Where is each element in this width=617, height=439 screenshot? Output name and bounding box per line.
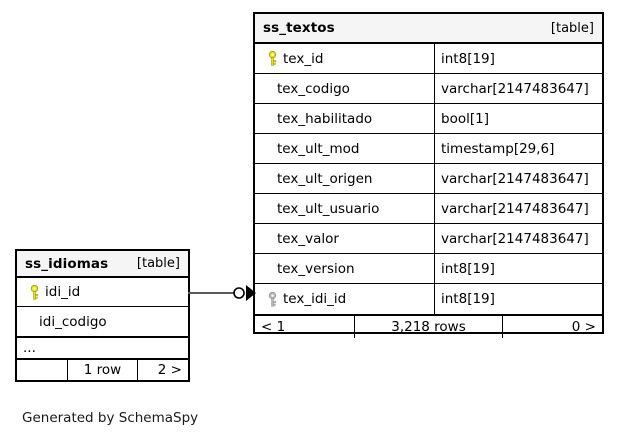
column-name-cell: idi_codigo	[17, 307, 188, 336]
table-entity-ss-textos[interactable]: ss_textos [table] tex_id int8[19]	[253, 12, 604, 338]
key-icon-foreign	[261, 291, 283, 307]
table-row[interactable]: tex_ult_mod timestamp[29,6]	[255, 134, 602, 164]
next-relations-indicator[interactable]: 0 >	[571, 319, 596, 335]
column-name-cell: tex_ult_mod	[255, 134, 434, 163]
table-row[interactable]: tex_habilitado bool[1]	[255, 104, 602, 134]
table-row[interactable]: idi_id	[17, 278, 188, 307]
table-row[interactable]: tex_idi_id int8[19]	[255, 284, 602, 314]
table-kind-label: [table]	[550, 20, 594, 36]
table-row[interactable]: tex_codigo varchar[2147483647]	[255, 74, 602, 104]
column-name-cell: tex_ult_origen	[255, 164, 434, 193]
table-footer-ss-textos: < 1 3,218 rows 0 >	[255, 314, 602, 338]
column-name-cell: tex_idi_id	[255, 284, 434, 314]
column-name: tex_ult_usuario	[277, 200, 380, 217]
column-name: tex_idi_id	[283, 291, 347, 307]
table-title: ss_textos	[263, 20, 335, 36]
column-name: tex_ult_origen	[277, 170, 373, 187]
relationship-connector-idi-id-to-tex-idi-id	[188, 285, 256, 301]
column-name-cell: tex_valor	[255, 224, 434, 253]
row-count-label: 3,218 rows	[354, 316, 503, 338]
table-row[interactable]: tex_ult_origen varchar[2147483647]	[255, 164, 602, 194]
column-type: varchar[2147483647]	[434, 164, 602, 193]
column-name: tex_version	[277, 260, 355, 277]
column-type: varchar[2147483647]	[434, 74, 602, 103]
generated-by-caption: Generated by SchemaSpy	[22, 410, 199, 426]
column-name: tex_habilitado	[277, 110, 373, 127]
column-type: int8[19]	[434, 284, 602, 314]
column-name-cell: tex_id	[255, 44, 434, 73]
next-relations-indicator[interactable]: 2 >	[157, 362, 182, 378]
column-type: int8[19]	[434, 254, 602, 283]
column-type: varchar[2147483647]	[434, 194, 602, 223]
optional-circle-marker	[233, 287, 245, 299]
column-name-cell: tex_habilitado	[255, 104, 434, 133]
column-name-cell: tex_version	[255, 254, 434, 283]
table-row[interactable]: tex_id int8[19]	[255, 44, 602, 74]
table-row[interactable]: idi_codigo	[17, 307, 188, 336]
column-name-cell: tex_codigo	[255, 74, 434, 103]
column-type: int8[19]	[434, 44, 602, 73]
column-name: idi_codigo	[39, 313, 107, 330]
column-name: tex_codigo	[277, 80, 350, 97]
column-type: timestamp[29,6]	[434, 134, 602, 163]
table-title: ss_idiomas	[25, 255, 109, 272]
table-header-ss-textos: ss_textos [table]	[255, 14, 602, 44]
row-count-label: 1 row	[67, 360, 138, 380]
key-icon-primary	[23, 284, 45, 300]
prev-relations-indicator[interactable]	[17, 360, 67, 380]
column-name: idi_id	[45, 284, 81, 300]
table-row[interactable]: tex_valor varchar[2147483647]	[255, 224, 602, 254]
column-name-cell: tex_ult_usuario	[255, 194, 434, 223]
table-entity-ss-idiomas[interactable]: ss_idiomas [table] idi_id	[15, 249, 190, 382]
column-name: tex_valor	[277, 230, 339, 247]
prev-relations-indicator[interactable]: < 1	[261, 319, 286, 335]
table-footer-ss-idiomas: 1 row 2 >	[17, 358, 188, 380]
table-kind-label: [table]	[136, 256, 180, 271]
column-type: varchar[2147483647]	[434, 224, 602, 253]
table-header-ss-idiomas: ss_idiomas [table]	[17, 251, 188, 278]
column-type: bool[1]	[434, 104, 602, 133]
key-icon-primary	[261, 51, 283, 66]
more-columns-indicator: ...	[17, 336, 188, 358]
column-name-cell: idi_id	[17, 278, 188, 306]
column-name: tex_id	[283, 50, 324, 67]
column-name: tex_ult_mod	[277, 140, 360, 157]
table-row[interactable]: tex_ult_usuario varchar[2147483647]	[255, 194, 602, 224]
table-row[interactable]: tex_version int8[19]	[255, 254, 602, 284]
